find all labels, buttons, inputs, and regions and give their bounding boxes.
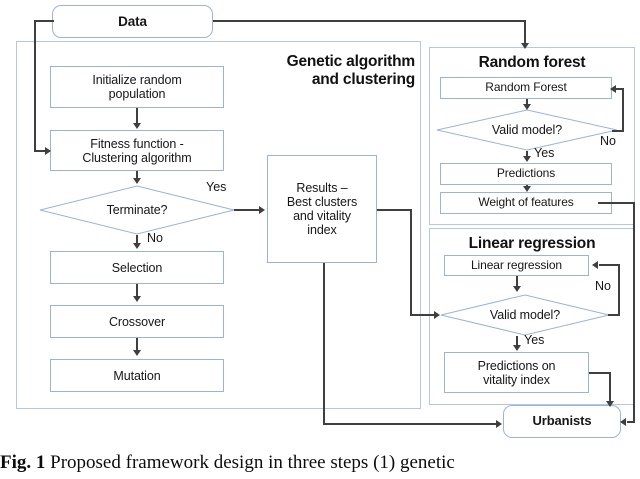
edge-results-to-lr-v [410, 209, 412, 316]
arrowhead-crossover-to-mutation [133, 350, 141, 356]
figure-caption-text: Proposed framework design in three steps… [45, 452, 455, 473]
node-fitness-line-2: Clustering algorithm [82, 150, 192, 165]
edge-data-to-fitness-h-top [34, 20, 54, 22]
edge-data-to-random-forest-h [213, 20, 525, 22]
node-random-forest[interactable]: Random Forest [440, 77, 612, 99]
edge-results-to-lr-h-bottom [410, 314, 436, 316]
node-terminate-decision[interactable]: Terminate? [39, 185, 235, 235]
arrowhead-data-to-random-forest [521, 43, 529, 49]
node-weight-of-features[interactable]: Weight of features [440, 192, 612, 214]
arrowhead-predvit-to-urbanists [606, 401, 614, 407]
edge-label-rf-yes: Yes [534, 146, 555, 160]
diamond-shape-terminate [39, 185, 235, 235]
edge-weight-to-urbanists-h-end [627, 421, 635, 423]
node-results-line-3: and vitality [293, 209, 351, 223]
node-rf-valid-label: Valid model? [491, 123, 563, 137]
node-terminate-label: Terminate? [106, 203, 168, 217]
arrowhead-lr-yes-to-predictions [513, 345, 521, 351]
group-title-genetic-algorithm: Genetic algorithm and clustering [223, 53, 416, 90]
edge-data-to-random-forest-v [524, 20, 526, 46]
edge-label-lr-yes: Yes [524, 333, 545, 347]
group-title-genetic-line-2: and clustering [311, 71, 415, 89]
edge-rf-yes-to-predictions [526, 151, 528, 157]
edge-label-terminate-no: No [147, 231, 163, 245]
edge-results-to-lr-h-top [377, 209, 412, 211]
figure-caption-prefix: Fig. 1 [0, 452, 46, 473]
edge-rf-no-v [622, 88, 624, 131]
node-urbanists[interactable]: Urbanists [503, 405, 621, 438]
arrowhead-lr-to-valid [513, 286, 521, 292]
edge-rf-no-h-bottom [612, 130, 624, 132]
edge-label-rf-no: No [600, 134, 616, 148]
node-lr-valid-label: Valid model? [489, 308, 561, 322]
group-title-random-forest: Random forest [478, 54, 586, 71]
node-predictions[interactable]: Predictions [440, 163, 612, 185]
edge-lr-yes-to-predictions [516, 336, 518, 346]
arrowhead-terminate-yes-to-results [259, 206, 265, 214]
node-selection[interactable]: Selection [50, 251, 224, 284]
arrowhead-initialize-to-fitness [133, 123, 141, 129]
edge-fitness-to-terminate [136, 171, 138, 179]
edge-weight-to-urbanists-v [633, 202, 635, 422]
arrowhead-rf-to-valid [523, 104, 531, 110]
diamond-shape-rf-valid [436, 109, 618, 151]
arrowhead-predictions-to-weight [523, 186, 531, 192]
node-initialize-line-1: Initialize random [92, 73, 182, 87]
node-results-line-4: index [307, 223, 337, 237]
node-lr-valid-model-decision[interactable]: Valid model? [440, 294, 610, 336]
edge-crossover-to-mutation [136, 338, 138, 351]
edge-lr-to-valid [516, 276, 518, 287]
edge-terminate-yes-to-results [234, 209, 261, 211]
group-title-genetic-line-1: Genetic algorithm [286, 53, 416, 70]
node-results-line-2: Best clusters [286, 195, 358, 209]
edge-lr-no-h-top [599, 264, 619, 266]
arrowhead-terminate-no-to-selection [133, 243, 141, 249]
node-mutation[interactable]: Mutation [50, 359, 224, 392]
arrowhead-fitness-to-terminate [133, 178, 141, 184]
edge-data-to-fitness-v [34, 20, 36, 151]
edge-data-to-fitness-h-bottom [34, 150, 50, 152]
edge-results-to-urbanists-h [323, 423, 498, 425]
node-predictions-on-vitality-index[interactable]: Predictions on vitality index [444, 352, 589, 393]
arrowhead-data-to-fitness [45, 147, 51, 155]
node-fitness-line-1: Fitness function - [90, 136, 184, 151]
edge-label-lr-no: No [595, 279, 611, 293]
node-linear-regression[interactable]: Linear regression [444, 255, 589, 276]
edge-results-to-urbanists-v [323, 263, 325, 424]
edge-rf-to-valid [526, 99, 528, 105]
node-crossover[interactable]: Crossover [50, 305, 224, 338]
edge-predvit-to-urbanists-v [609, 372, 611, 405]
edge-label-terminate-yes: Yes [206, 180, 227, 194]
node-data[interactable]: Data [52, 5, 213, 38]
node-results-line-1: Results – [296, 181, 348, 195]
edge-predvit-to-urbanists-h [589, 372, 611, 374]
arrowhead-selection-to-crossover [133, 296, 141, 302]
node-predictions-vitality-line-2: vitality index [483, 372, 550, 387]
edge-weight-to-urbanists-h [598, 202, 635, 204]
edge-terminate-no-to-selection [136, 235, 138, 244]
edge-lr-no-h-bottom [608, 314, 620, 316]
node-initialize-line-2: population [108, 87, 166, 101]
arrowhead-rf-yes-to-predictions [523, 156, 531, 162]
node-rf-valid-model-decision[interactable]: Valid model? [436, 109, 618, 151]
edge-lr-no-v [618, 264, 620, 315]
diamond-shape-lr-valid [440, 294, 610, 336]
arrowhead-lr-no-to-linear-regression [592, 261, 598, 269]
node-fitness-function[interactable]: Fitness function - Clustering algorithm [50, 130, 224, 171]
arrowhead-results-to-lr [434, 311, 440, 319]
edge-selection-to-crossover [136, 284, 138, 297]
edge-initialize-to-fitness [136, 108, 138, 124]
edge-rf-no-h-top [615, 88, 624, 90]
arrowhead-results-to-urbanists [496, 420, 502, 428]
arrowhead-rf-no-to-random-forest [610, 85, 616, 93]
arrowhead-weight-to-urbanists [620, 418, 626, 426]
figure-caption: Fig. 1 Proposed framework design in thre… [0, 452, 640, 474]
node-predictions-vitality-line-1: Predictions on [477, 358, 556, 373]
node-results[interactable]: Results – Best clusters and vitality ind… [267, 155, 377, 263]
group-title-linear-regression: Linear regression [468, 235, 596, 252]
node-initialize-random-population[interactable]: Initialize random population [50, 66, 224, 108]
